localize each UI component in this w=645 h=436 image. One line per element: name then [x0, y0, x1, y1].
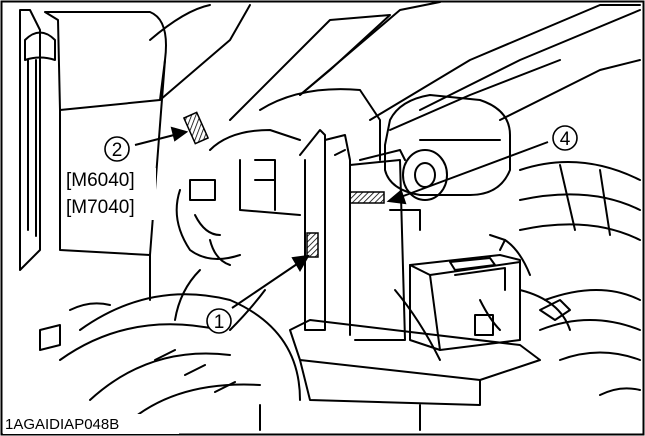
- model-label-m6040: [M6040]: [66, 170, 135, 191]
- chassis-base: [259, 319, 541, 431]
- callout-number: 2: [112, 140, 123, 161]
- arrow-2: [134, 133, 179, 146]
- model-label-m7040: [M7040]: [66, 197, 135, 218]
- callout-number: 1: [214, 312, 225, 333]
- engine: [175, 88, 381, 266]
- front-tire-right: [519, 161, 641, 396]
- hoses: [174, 269, 571, 361]
- label-location-2: [182, 111, 210, 145]
- air-cleaner: [384, 94, 511, 231]
- callout-4: 4: [552, 125, 578, 151]
- cab-frame: [19, 4, 251, 301]
- callout-number: 4: [560, 129, 571, 150]
- arrowhead-1: [291, 254, 310, 272]
- callout-circle: [552, 125, 578, 151]
- label-location-1: [306, 232, 319, 258]
- callout-circle: [206, 308, 232, 334]
- leader-arrows: [134, 126, 549, 309]
- arrow-1: [231, 261, 301, 309]
- callout-circle: [104, 136, 130, 162]
- arrowhead-2: [170, 126, 189, 142]
- tractor-illustration: [19, 1, 641, 431]
- callout-1: 1: [206, 308, 232, 334]
- figure-code: 1AGAIDIAP048B: [5, 416, 119, 433]
- hood: [229, 1, 641, 131]
- arrow-4: [397, 141, 549, 199]
- callout-2: 2: [104, 136, 130, 162]
- label-location-4: [349, 191, 385, 204]
- arrowhead-4: [386, 189, 407, 205]
- battery: [409, 234, 531, 351]
- radiator-panels: [299, 129, 406, 341]
